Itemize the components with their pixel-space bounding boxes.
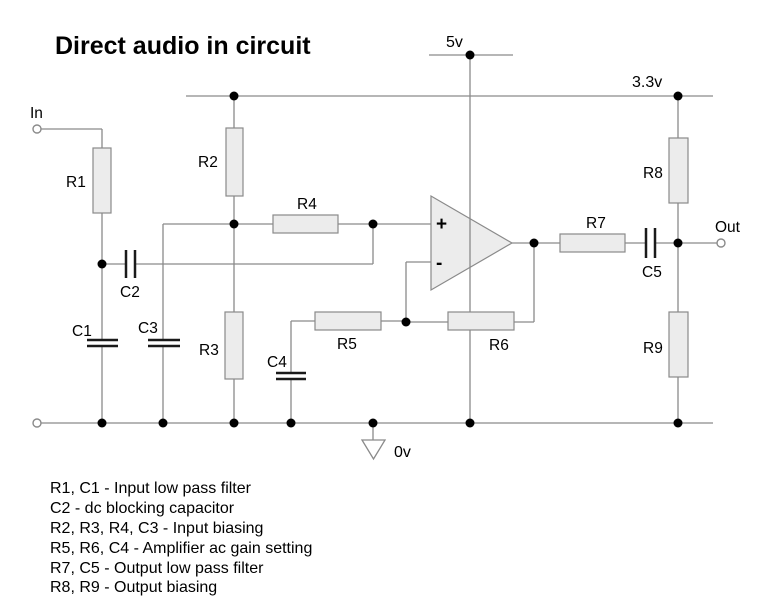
opamp-minus-label: - <box>436 253 442 274</box>
label-c3: C3 <box>138 320 158 337</box>
label-c1: C1 <box>72 323 92 340</box>
label-r5: R5 <box>337 336 357 353</box>
legend-line: C2 - dc blocking capacitor <box>50 500 235 517</box>
resistor-r7 <box>559 233 626 253</box>
junction-dot <box>673 238 683 248</box>
page-title: Direct audio in circuit <box>55 32 311 60</box>
label-r1: R1 <box>66 174 86 191</box>
junction-dot <box>673 418 683 428</box>
label-0v: 0v <box>394 444 411 461</box>
junction-dot <box>97 418 107 428</box>
resistor-r6 <box>447 311 515 331</box>
label-c4: C4 <box>267 354 287 371</box>
label-r8: R8 <box>643 165 663 182</box>
terminal-in <box>32 124 42 134</box>
junction-dot <box>158 418 168 428</box>
label-out: Out <box>715 219 741 236</box>
capacitor-c5 <box>644 228 657 258</box>
label-r3: R3 <box>199 342 219 359</box>
label-5v: 5v <box>446 34 463 51</box>
junction-dot <box>229 418 239 428</box>
legend-line: R7, C5 - Output low pass filter <box>50 560 264 577</box>
label-r6: R6 <box>489 337 509 354</box>
resistor-r8 <box>668 137 689 204</box>
junction-dot <box>368 219 378 229</box>
terminal-out <box>716 238 726 248</box>
label-c5: C5 <box>642 264 662 281</box>
resistor-r9 <box>668 311 689 378</box>
capacitor-c1 <box>87 338 118 348</box>
legend-line: R1, C1 - Input low pass filter <box>50 480 252 497</box>
junction-dot <box>465 50 475 60</box>
legend-line: R8, R9 - Output biasing <box>50 579 217 596</box>
legend: R1, C1 - Input low pass filter C2 - dc b… <box>50 480 312 596</box>
ground-symbol <box>360 439 387 461</box>
junction-dot <box>229 219 239 229</box>
junction-dot <box>229 91 239 101</box>
junction-dot <box>368 418 378 428</box>
opamp-plus-label: + <box>436 214 447 235</box>
junction-dot <box>465 418 475 428</box>
label-in: In <box>30 105 43 122</box>
junction-dots <box>97 50 683 428</box>
resistor-r5 <box>314 311 382 331</box>
junction-dot <box>286 418 296 428</box>
capacitor-c4 <box>276 371 306 381</box>
resistor-r2 <box>225 127 244 197</box>
resistor-r4 <box>272 214 339 234</box>
legend-line: R5, R6, C4 - Amplifier ac gain setting <box>50 540 312 557</box>
junction-dot <box>401 317 411 327</box>
capacitor-c2 <box>124 250 137 278</box>
capacitor-c3 <box>148 338 180 348</box>
junction-dot <box>673 91 683 101</box>
label-c2: C2 <box>120 284 140 301</box>
resistor-r1 <box>92 147 112 214</box>
opamp-triangle <box>430 194 514 292</box>
legend-line: R2, R3, R4, C3 - Input biasing <box>50 520 263 537</box>
label-r2: R2 <box>198 154 218 171</box>
label-r7: R7 <box>586 215 606 232</box>
label-3v3: 3.3v <box>632 74 662 91</box>
label-r9: R9 <box>643 340 663 357</box>
terminal-ground-left <box>32 418 42 428</box>
label-r4: R4 <box>297 196 317 213</box>
junction-dot <box>97 259 107 269</box>
resistor-r3 <box>224 311 244 380</box>
junction-dot <box>529 238 539 248</box>
